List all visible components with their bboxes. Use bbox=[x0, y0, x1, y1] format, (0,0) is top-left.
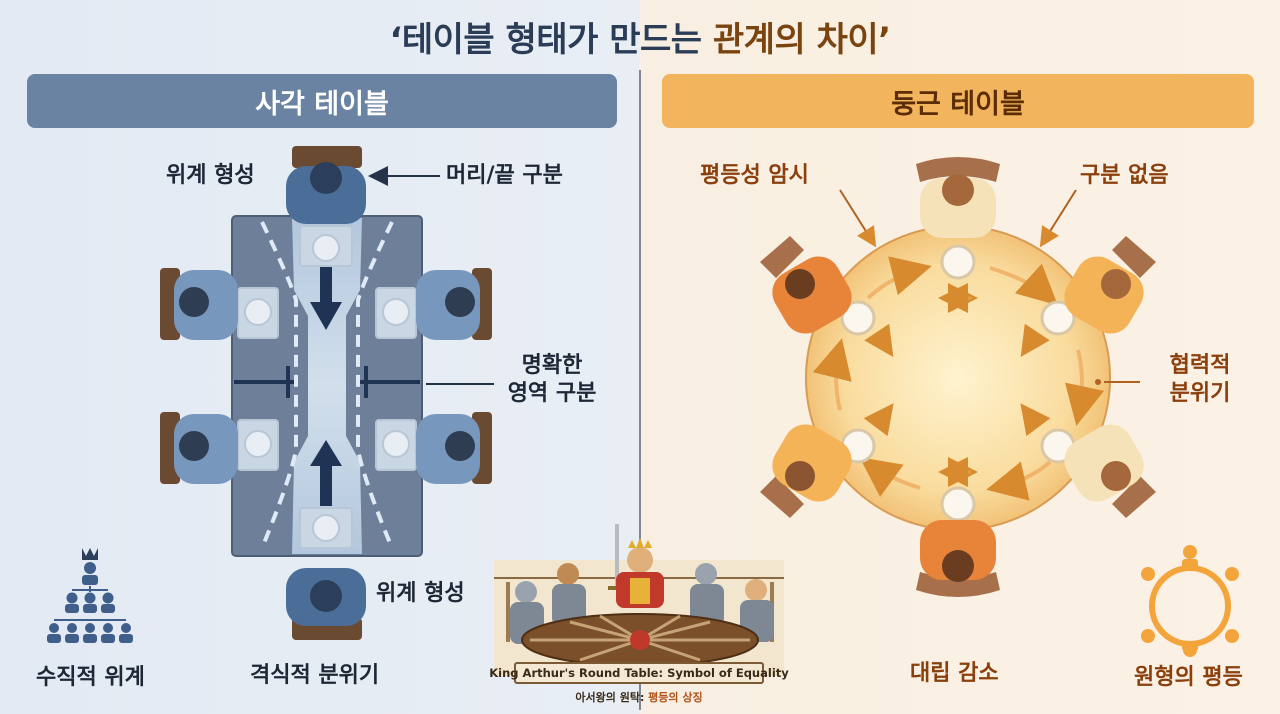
page-title: ‘테이블 형태가 만드는 관계의 차이’ bbox=[0, 12, 1280, 61]
zone-dividers bbox=[234, 366, 420, 398]
label-no-distinction: 구분 없음 bbox=[1080, 163, 1169, 188]
crown-icon bbox=[82, 548, 98, 560]
hierarchy-arrows bbox=[310, 264, 342, 506]
king-arthur-inset bbox=[494, 524, 784, 676]
hierarchy-pyramid-icon bbox=[47, 548, 133, 643]
label-coop: 협력적 분위기 bbox=[1150, 352, 1250, 407]
round-chairs bbox=[760, 157, 1156, 597]
round-table-group bbox=[760, 157, 1156, 597]
title-right-part: 관계의 차이’ bbox=[712, 20, 891, 60]
label-formal: 격식적 분위기 bbox=[250, 663, 380, 688]
round-people bbox=[772, 174, 1144, 582]
flow-arrows bbox=[812, 256, 1105, 501]
title-left-part: ‘테이블 형태가 만드는 bbox=[389, 20, 713, 60]
exchange-arrows bbox=[863, 283, 1051, 487]
label-hierarchy-bottom: 위계 형성 bbox=[376, 581, 465, 606]
label-equality-implied: 평등성 암시 bbox=[700, 163, 809, 188]
central-aisle bbox=[292, 218, 362, 554]
equality-pointer bbox=[839, 189, 877, 248]
label-less-conflict: 대립 감소 bbox=[910, 661, 999, 686]
inset-subcaption: 아서왕의 원탁: 평등의 상징 bbox=[514, 689, 764, 705]
no-distinction-pointer bbox=[1039, 189, 1077, 248]
label-head-foot: 머리/끝 구분 bbox=[446, 163, 563, 188]
label-vertical: 수직적 위계 bbox=[36, 665, 145, 690]
square-people bbox=[174, 162, 480, 626]
circle-of-people-icon bbox=[1141, 545, 1239, 657]
label-zone-line1: 명확한 bbox=[521, 353, 583, 378]
label-circular-equality: 원형의 평등 bbox=[1134, 665, 1243, 690]
inset-sub-prefix: 아서왕의 원탁: bbox=[575, 691, 649, 704]
square-table-group bbox=[160, 146, 494, 640]
label-hierarchy-top: 위계 형성 bbox=[166, 163, 255, 188]
label-zone: 명확한 영역 구분 bbox=[496, 352, 608, 407]
label-coop-line1: 협력적 bbox=[1169, 353, 1231, 378]
round-table-banner: 둥근 테이블 bbox=[662, 74, 1254, 128]
center-divider bbox=[639, 70, 641, 710]
square-table-banner: 사각 테이블 bbox=[27, 74, 617, 128]
inset-sub-highlight: 평등의 상징 bbox=[648, 691, 703, 704]
label-coop-line2: 분위기 bbox=[1169, 380, 1231, 406]
label-zone-line2: 영역 구분 bbox=[507, 380, 597, 406]
inset-caption: King Arthur's Round Table: Symbol of Equ… bbox=[489, 662, 789, 684]
